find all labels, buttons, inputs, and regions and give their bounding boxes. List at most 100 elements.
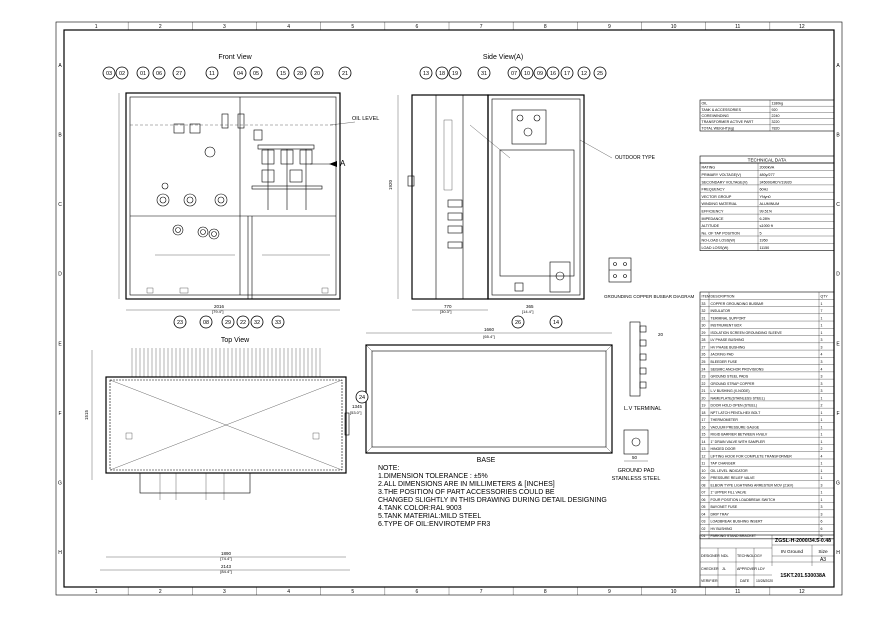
parts-cell: 3 [821, 512, 823, 516]
grid-row-label: A [58, 63, 62, 69]
svg-text:CHANGED SLIGHTLY IN THIS DRAWI: CHANGED SLIGHTLY IN THIS DRAWING DURING … [378, 497, 607, 504]
svg-text:JL: JL [722, 567, 726, 571]
svg-text:5.TANK MATERIAL:MILD STEEL: 5.TANK MATERIAL:MILD STEEL [378, 513, 481, 520]
svg-text:[79.4"]: [79.4"] [212, 309, 223, 314]
svg-text:29: 29 [225, 320, 231, 326]
parts-cell: 1 [821, 469, 823, 473]
parts-cell: GROUND STRAP COPPER [711, 382, 755, 386]
parts-cell: 1 [821, 418, 823, 422]
svg-text:17: 17 [564, 71, 570, 77]
svg-text:19: 19 [452, 71, 458, 77]
balloon-26: 26 [511, 315, 525, 329]
svg-text:32: 32 [254, 320, 260, 326]
parts-cell: HV PHASE BUSHING [711, 345, 746, 349]
balloon-22: 22 [236, 315, 250, 329]
weights-cell: TANK & ACCESSORIES [702, 108, 742, 112]
techdata-cell: LOAD LOSS(W) [702, 246, 729, 250]
svg-text:1515: 1515 [84, 409, 89, 420]
notes-block: NOTE: 1.DIMENSION TOLERANCE : ±5% 2.ALL … [378, 465, 607, 528]
svg-text:APPROVER: APPROVER [737, 567, 757, 571]
balloon-17: 17 [560, 66, 574, 80]
svg-text:06: 06 [156, 71, 162, 77]
parts-cell: 15 [702, 433, 706, 437]
parts-cell: 3 [821, 345, 823, 349]
parts-cell: 3 [821, 505, 823, 509]
parts-cell: LV PHASE BUSHING [711, 338, 745, 342]
parts-cell: ITEM [702, 295, 710, 299]
parts-cell: INSTRUMENT BOX [711, 324, 743, 328]
svg-text:1.DIMENSION TOLERANCE : ±5%: 1.DIMENSION TOLERANCE : ±5% [378, 473, 488, 480]
svg-text:08: 08 [203, 320, 209, 326]
balloon-05: 05 [249, 66, 263, 80]
parts-cell: 1 [821, 462, 823, 466]
balloon-07: 07 [507, 66, 521, 80]
balloon-14: 14 [549, 315, 563, 329]
balloon-11: 11 [205, 66, 219, 80]
parts-cell: 1 [821, 425, 823, 429]
parts-cell: DRIP TRAY [711, 512, 730, 516]
grid-col-label: 4 [287, 24, 290, 30]
techdata-cell: FREQUENCY [702, 188, 726, 192]
svg-text:[84.4"]: [84.4"] [220, 569, 231, 574]
oil-level-label: OIL LEVEL [352, 116, 379, 122]
techdata-cell: 480y/277 [760, 173, 775, 177]
parts-cell: 01 [702, 534, 706, 538]
balloon-27: 27 [172, 66, 186, 80]
parts-cell: L.V BUSHING (X-NODE) [711, 389, 750, 393]
parts-cell: JACKING PAD [711, 353, 735, 357]
balloon-06: 06 [152, 66, 166, 80]
svg-text:770: 770 [444, 304, 452, 309]
balloon-09: 09 [533, 66, 547, 80]
svg-text:50: 50 [632, 455, 638, 460]
parts-cell: 25 [702, 360, 706, 364]
techdata-cell: 1950 [760, 239, 768, 243]
balloon-24: 24 [355, 390, 369, 404]
parts-cell: DESCRIPTION [711, 295, 735, 299]
top-view [105, 348, 350, 500]
techdata-cell: ALTITUDE [702, 224, 720, 228]
parts-cell: 1 [821, 440, 823, 444]
parts-cell: 1 [821, 411, 823, 415]
parts-cell: NAMEPLATE(STAINLESS STEEL) [711, 396, 765, 400]
top-view-label: Top View [221, 337, 250, 344]
balloon-13: 13 [419, 66, 433, 80]
parts-cell: 1 [821, 302, 823, 306]
svg-text:2143: 2143 [221, 564, 232, 569]
parts-cell: QTY [821, 295, 829, 299]
balloon-18: 18 [435, 66, 449, 80]
techdata-cell: ≤1000 ft [760, 224, 773, 228]
svg-text:NOTE:: NOTE: [378, 465, 399, 472]
lv-terminal-detail [629, 321, 647, 397]
technical-data-title: TECHNICAL DATA [748, 158, 788, 163]
weights-cell: OIL [702, 102, 708, 106]
parts-cell: 4 [821, 454, 823, 458]
weights-cell: 2240 [772, 114, 780, 118]
svg-text:2.ALL DIMENSIONS ARE IN MILLIM: 2.ALL DIMENSIONS ARE IN MILLIMETERS & [I… [378, 481, 555, 488]
weights-cell: 1180kg [772, 102, 784, 106]
techdata-cell: 99.51% [760, 210, 773, 214]
parts-cell: COPPER GROUNDING BUSBAR [711, 302, 764, 306]
parts-cell: 26 [702, 353, 706, 357]
parts-cell: 19 [702, 404, 706, 408]
techdata-cell: WINDING MATERIAL [702, 202, 738, 206]
parts-cell: 08 [702, 483, 706, 487]
ground-pad-detail [623, 429, 649, 462]
grid-col-label: 8 [544, 589, 547, 595]
svg-text:10/28/2020: 10/28/2020 [756, 579, 773, 583]
svg-text:TECHNOLOGY: TECHNOLOGY [737, 554, 763, 558]
parts-cell: 1 [821, 324, 823, 328]
svg-text:21: 21 [342, 71, 348, 77]
svg-text:[53.0"]: [53.0"] [350, 410, 361, 415]
svg-text:02: 02 [119, 71, 125, 77]
parts-cell: 18 [702, 411, 706, 415]
weights-cell: 3220 [772, 120, 780, 124]
grounding-label: GROUNDING COPPER BUSBAR DIAGRAM [604, 294, 695, 299]
side-view [407, 94, 613, 300]
parts-cell: 3 [821, 360, 823, 364]
base-view [365, 344, 613, 454]
parts-cell: 22 [702, 382, 706, 386]
svg-text:13: 13 [423, 71, 429, 77]
